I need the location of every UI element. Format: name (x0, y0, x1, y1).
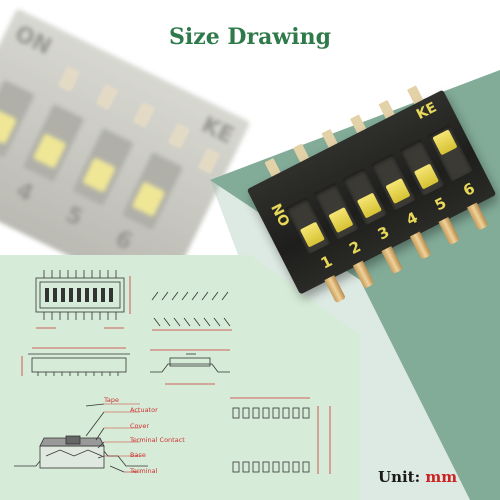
cross-section-drawing (14, 403, 148, 473)
label-terminal: Terminal (130, 467, 158, 475)
label-tape: Tape (104, 396, 120, 404)
footprint-drawing (230, 397, 331, 474)
top-view-pins (43, 270, 117, 320)
front-view-drawing (21, 347, 130, 376)
unit-label: Unit: (378, 468, 421, 486)
top-view-drawing (35, 270, 131, 329)
end-view-drawing (150, 349, 230, 385)
unit-caption: Unit: mm (378, 468, 457, 486)
unit-value: mm (425, 468, 458, 486)
side-view-drawing (151, 291, 232, 331)
label-actuator: Actuator (130, 406, 158, 414)
label-terminal-contact: Terminal Contact (130, 436, 185, 444)
label-cover: Cover (130, 422, 150, 430)
page-title: Size Drawing (169, 24, 331, 50)
label-base: Base (130, 451, 146, 459)
